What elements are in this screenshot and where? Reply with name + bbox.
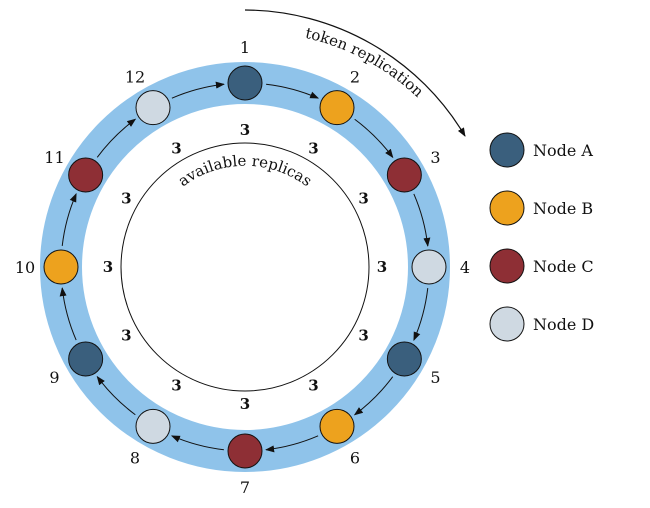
- replica-count-label: 3: [121, 327, 131, 345]
- ring-arrow: [354, 118, 394, 159]
- replica-count-label: 3: [171, 139, 181, 157]
- ring-arrow: [96, 118, 137, 158]
- ring-arrow: [353, 376, 394, 416]
- replica-count-label: 3: [377, 258, 387, 276]
- legend-label-d: Node D: [533, 315, 594, 334]
- ring-arrow: [61, 192, 77, 246]
- ring-node-4: [411, 249, 447, 285]
- legend-label-b: Node B: [533, 199, 593, 218]
- replica-count-label: 3: [240, 395, 250, 413]
- ring-node-3: [386, 157, 422, 193]
- position-label: 8: [130, 449, 140, 468]
- ring-node-7: [227, 433, 263, 469]
- ring-node-1: [227, 65, 263, 101]
- replica-count-label: 3: [121, 190, 131, 208]
- legend: Node A Node B Node C Node D: [489, 132, 594, 342]
- position-label: 6: [350, 449, 360, 468]
- replica-count-label: 3: [308, 377, 318, 395]
- legend-swatch-c: [489, 248, 525, 284]
- ring-arrow: [171, 81, 225, 99]
- ring-node-10: [43, 249, 79, 285]
- position-label: 3: [430, 148, 440, 167]
- position-label: 2: [350, 67, 360, 86]
- ring-arrows: [59, 81, 431, 453]
- legend-swatch-b: [489, 190, 525, 226]
- ring-arrow: [59, 287, 77, 341]
- position-label: 1: [240, 38, 250, 57]
- position-label: 7: [240, 478, 250, 497]
- ring-arrow: [413, 193, 431, 247]
- replica-count-labels: 3 3 3 3 3 3 3 3 3 3 3 3: [103, 121, 387, 413]
- position-label: 12: [125, 67, 145, 86]
- legend-swatch-d: [489, 306, 525, 342]
- ring-node-8: [135, 408, 171, 444]
- ring-node-2: [319, 90, 355, 126]
- ring-arrow: [96, 375, 136, 416]
- ring-arrow: [266, 83, 320, 99]
- available-replicas-label: available replicas: [175, 152, 316, 190]
- replica-count-label: 3: [358, 327, 368, 345]
- available-replicas-circle: [120, 142, 370, 392]
- position-label: 4: [460, 258, 470, 277]
- ring-node-12: [135, 90, 171, 126]
- ring-node-11: [68, 157, 104, 193]
- legend-label-a: Node A: [533, 141, 593, 160]
- replica-count-label: 3: [240, 121, 250, 139]
- replica-count-label: 3: [308, 139, 318, 157]
- replica-count-label: 3: [358, 190, 368, 208]
- ring-node-9: [68, 341, 104, 377]
- token-replication-arrow: [244, 9, 466, 137]
- ring-node-6: [319, 408, 355, 444]
- legend-label-c: Node C: [533, 257, 594, 276]
- replica-count-label: 3: [171, 377, 181, 395]
- ring-nodes: [43, 65, 447, 469]
- ring-arrow: [265, 435, 319, 453]
- ring-arrow: [413, 288, 429, 342]
- position-label: 10: [15, 258, 35, 277]
- position-label: 9: [49, 368, 59, 387]
- position-label: 5: [430, 368, 440, 387]
- ring-node-5: [386, 341, 422, 377]
- replica-count-label: 3: [103, 258, 113, 276]
- ring-arrow: [170, 435, 224, 451]
- position-label: 11: [44, 148, 64, 167]
- legend-swatch-a: [489, 132, 525, 168]
